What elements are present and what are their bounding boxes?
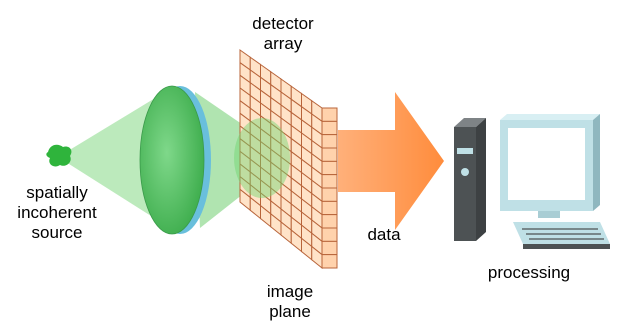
detector-side-cell [321,227,338,242]
source-label: spatially incoherent source [17,183,97,242]
lens-icon [139,85,211,235]
detector-cell [311,245,323,270]
data-label: data [367,225,401,244]
detector-side-cell [321,147,338,162]
detector-side-cell [321,187,338,202]
detector-side-cell [321,174,338,189]
detector-side-cell [321,214,338,229]
detector-side-cell [321,200,338,216]
data-arrow-icon [338,92,444,230]
detector-side-cell [321,160,338,176]
detector-array-label: detector array [252,14,314,53]
detector-side-cell [321,254,338,269]
detector-side-cell [321,240,338,256]
image-plane-label: image plane [266,282,314,321]
image-spot [234,118,290,198]
source-blob-icon [46,144,72,167]
detector-side-cell [321,107,338,122]
detector-side-cell [321,120,338,136]
detector-grid-icon [239,49,338,270]
detector-side-cell [321,134,338,149]
computer-icon [454,114,610,249]
processing-label: processing [487,263,571,282]
